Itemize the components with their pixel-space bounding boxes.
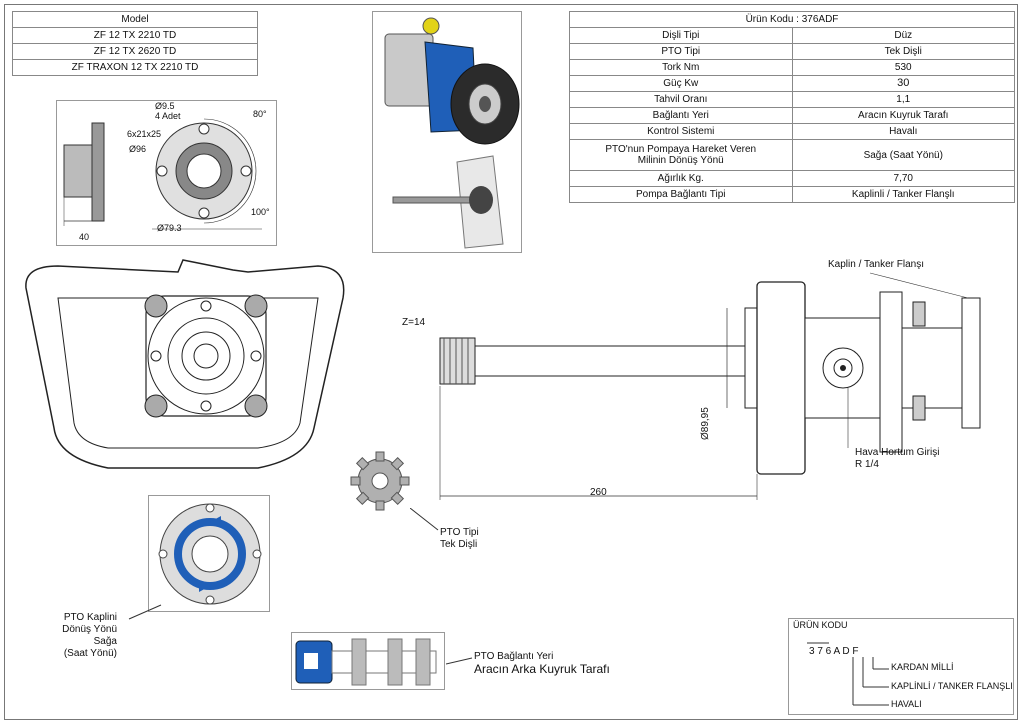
hole-count-label: 4 Adet — [155, 111, 181, 121]
model-row: ZF 12 TX 2210 TD — [12, 27, 258, 44]
spec-value: Sağa (Saat Yönü) — [791, 139, 1015, 171]
spec-label: Bağlantı Yeri — [569, 107, 793, 124]
air-inlet-label: Hava Hortum Girişi — [855, 447, 940, 458]
angle-100-label: 100° — [251, 207, 270, 217]
flange-dimension-box: Ø9.5 4 Adet 6x21x25 Ø96 Ø79.3 80° 100° 4… — [56, 100, 277, 246]
code-d-meaning: KAPLİNLİ / TANKER FLANŞLI — [891, 681, 1013, 691]
spec-value: 30 — [791, 75, 1015, 92]
spec-label: Güç Kw — [569, 75, 793, 92]
model-table: Model ZF 12 TX 2210 TD ZF 12 TX 2620 TD … — [12, 11, 258, 76]
spec-label: Tork Nm — [569, 59, 793, 76]
gear-caption-line1: PTO Tipi — [440, 527, 479, 538]
product-photo — [384, 17, 520, 249]
spec-label: PTO Tipi — [569, 43, 793, 60]
spec-label: Dişli Tipi — [569, 27, 793, 44]
mount-leader-line — [446, 657, 473, 665]
drawing-frame — [4, 4, 1018, 720]
product-code-box: ÜRÜN KODU 3 7 6 A D F KARDAN MİLLİ KAPLİ… — [788, 618, 1014, 715]
spec-header: Ürün Kodu : 376ADF — [569, 11, 1015, 28]
air-inlet-thread-label: R 1/4 — [855, 459, 879, 470]
truck-chassis-drawing — [295, 638, 437, 686]
model-row: ZF TRAXON 12 TX 2210 TD — [12, 59, 258, 76]
product-code-title: ÜRÜN KODU — [793, 620, 848, 630]
spec-value: Kaplinli / Tanker Flanşlı — [791, 186, 1015, 203]
angle-80-label: 80° — [253, 109, 267, 119]
spline-label: 6x21x25 — [127, 129, 162, 139]
spec-value: Düz — [791, 27, 1015, 44]
spec-label: Tahvil Oranı — [569, 91, 793, 108]
front-view-drawing — [25, 259, 345, 469]
mount-caption-line2: Aracın Arka Kuyruk Tarafı — [474, 662, 610, 676]
spec-label-line: Milinin Dönüş Yönü — [637, 155, 724, 166]
rotation-caption-line1: PTO Kaplini — [63, 612, 117, 623]
model-header: Model — [12, 11, 258, 28]
diameter-label: Ø89,95 — [700, 407, 711, 440]
model-row: ZF 12 TX 2620 TD — [12, 43, 258, 60]
product-code-diagram — [807, 642, 889, 706]
spec-label: Ağırlık Kg. — [569, 170, 793, 187]
product-code-value: 3 7 6 A D F — [809, 646, 859, 657]
width-label: 40 — [79, 232, 90, 242]
rotation-drawing — [158, 503, 262, 605]
flange-label: Kaplin / Tanker Flanşı — [828, 259, 924, 270]
mount-caption-line1: PTO Bağlantı Yeri — [474, 651, 554, 662]
hole-diameter-label: Ø9.5 — [155, 101, 175, 111]
gear-caption-line2: Tek Dişli — [440, 539, 478, 550]
length-label: 260 — [590, 487, 607, 498]
teeth-count-label: Z=14 — [402, 317, 426, 328]
vehicle-mount-box — [291, 632, 445, 690]
spec-value: 530 — [791, 59, 1015, 76]
spec-label: Pompa Bağlantı Tipi — [569, 186, 793, 203]
spec-value: Aracın Kuyruk Tarafı — [791, 107, 1015, 124]
spec-value: 1,1 — [791, 91, 1015, 108]
rotation-direction-box — [148, 495, 270, 612]
code-f-meaning: KARDAN MİLLİ — [891, 662, 954, 672]
gear-leader-line — [410, 508, 439, 531]
spec-label-line: PTO'nun Pompaya Hareket Veren — [605, 144, 757, 155]
product-photo-box — [372, 11, 522, 253]
rotation-caption-line4: (Saat Yönü) — [63, 648, 117, 659]
rotation-caption-line2: Dönüş Yönü — [62, 624, 117, 635]
rotation-caption-line3: Sağa — [93, 636, 117, 647]
pitch-diameter-label: Ø79.3 — [157, 223, 182, 233]
code-a-meaning: HAVALI — [891, 699, 922, 709]
spec-value: 7,70 — [791, 170, 1015, 187]
flange-drawing — [63, 118, 262, 230]
gear-icon — [350, 451, 410, 511]
spec-value: Havalı — [791, 123, 1015, 140]
side-view-drawing — [439, 272, 981, 500]
spec-value: Tek Dişli — [791, 43, 1015, 60]
rotation-leader-line — [128, 604, 162, 620]
bore-diameter-label: Ø96 — [129, 144, 147, 154]
spec-label: Kontrol Sistemi — [569, 123, 793, 140]
